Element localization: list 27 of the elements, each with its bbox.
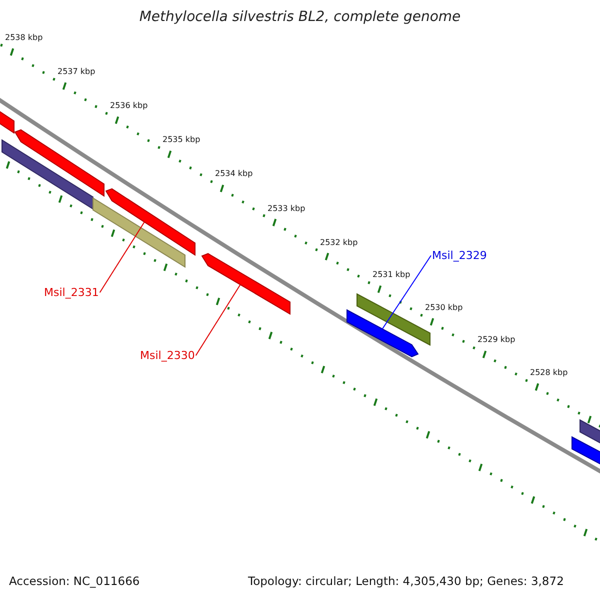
genome-info-text: Topology: circular; Length: 4,305,430 bp; Genes: 3,872 [248, 576, 564, 588]
scale-label: 2534 kbp [215, 170, 253, 178]
leader-line [195, 284, 241, 356]
scale-label: 2530 kbp [425, 304, 463, 312]
gene-bar [0, 108, 14, 134]
gene-label: Msil_2331 [44, 287, 99, 298]
scale-label: 2529 kbp [478, 336, 516, 344]
scale-label: 2531 kbp [372, 271, 410, 280]
gene-bar [92, 197, 186, 268]
scale-label: 2537 kbp [58, 68, 96, 76]
gene-label: Msil_2329 [432, 250, 487, 261]
gene-label: Msil_2330 [140, 350, 195, 361]
leader-line [382, 255, 432, 330]
scale-label: 2528 kbp [530, 369, 568, 377]
gene-bar [2, 139, 94, 210]
scale-label: 2533 kbp [268, 204, 306, 212]
scale-label: 2532 kbp [320, 238, 358, 247]
gene-bar [346, 309, 419, 358]
gene-bar [14, 129, 104, 197]
scale-label: 2536 kbp [110, 102, 148, 110]
gene-bar [105, 188, 196, 256]
accession-text: Accession: NC_011666 [9, 576, 140, 588]
gene-bar [201, 253, 290, 315]
leader-line [99, 221, 146, 293]
scale-label: 2535 kbp [162, 136, 200, 144]
title: Methylocella silvestris BL2, complete genome [138, 10, 462, 24]
scale-label: 2538 kbp [5, 34, 43, 42]
